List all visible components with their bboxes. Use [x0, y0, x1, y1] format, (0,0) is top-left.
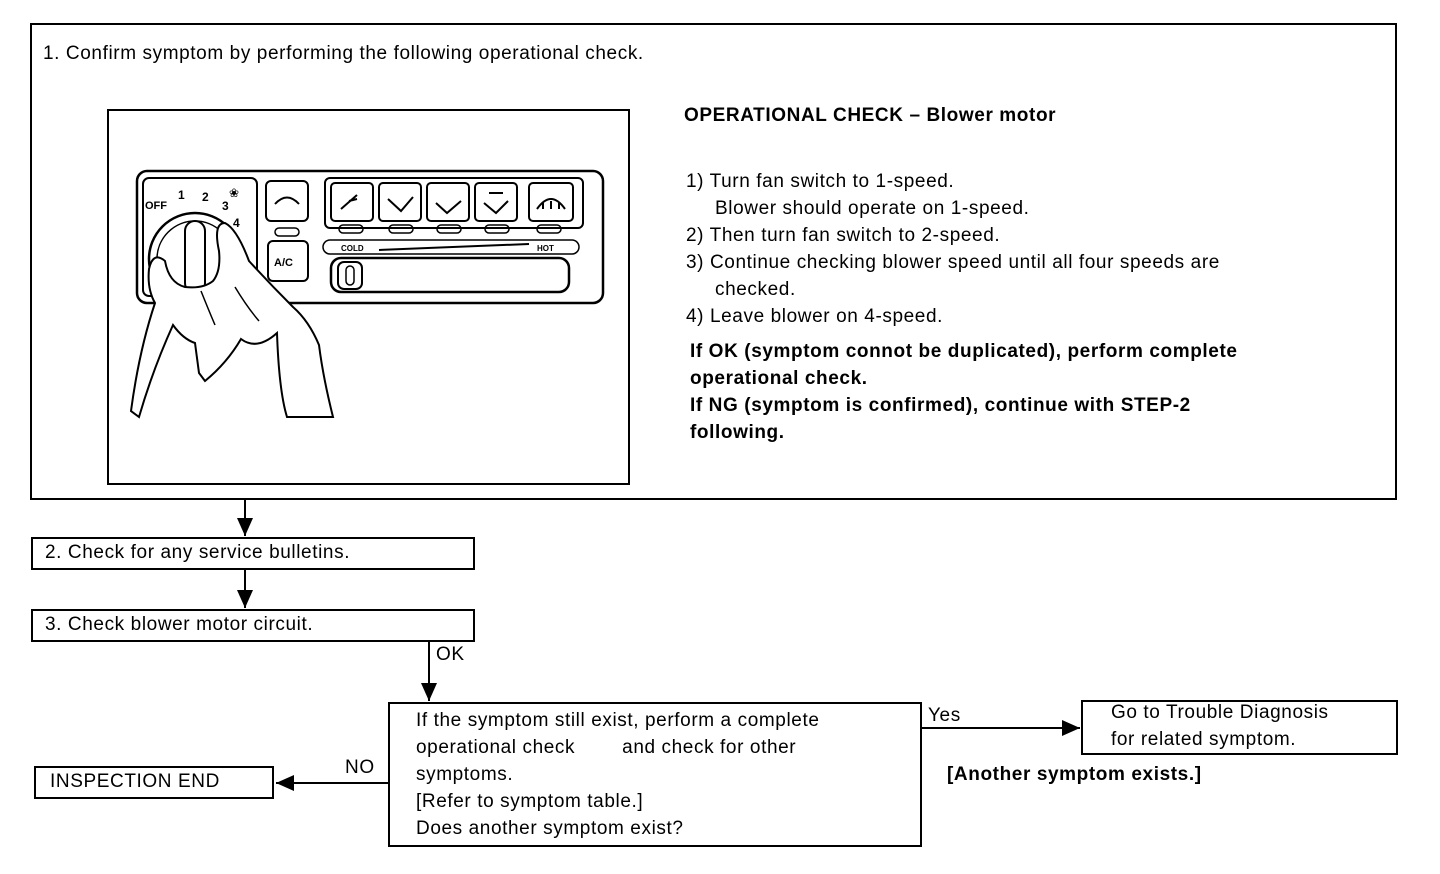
heater-control-drawing: OFF 1 2 3 4 ❀ A/C COLD HOT	[129, 169, 605, 419]
op-item-3b: checked.	[715, 279, 796, 300]
knob-label-2: 2	[202, 190, 209, 204]
decision-box	[388, 702, 922, 847]
recirc-button	[265, 180, 309, 222]
op-item-4: 4) Leave blower on 4-speed.	[686, 306, 944, 327]
result-ng-line2: following.	[690, 422, 785, 443]
mode-button-foot	[426, 182, 470, 222]
control-panel-frame	[135, 169, 605, 305]
trouble-line-1: Go to Trouble Diagnosis	[1111, 702, 1329, 723]
result-ok-line1: If OK (symptom connot be duplicated), pe…	[690, 341, 1238, 362]
decision-line-4: [Refer to symptom table.]	[416, 791, 644, 812]
op-item-1: 1) Turn fan switch to 1-speed.	[686, 171, 955, 192]
step3-box	[31, 609, 475, 642]
inspection-end-label: INSPECTION END	[50, 771, 220, 792]
mode-button-foot-defrost	[474, 182, 518, 222]
inspection-end-box	[34, 766, 274, 799]
step3-label: 3. Check blower motor circuit.	[45, 614, 314, 635]
knob-label-4: 4	[233, 216, 240, 230]
mode-button-defrost	[528, 182, 574, 222]
knob-label-1: 1	[178, 188, 185, 202]
step1-label: 1. Confirm symptom by performing the fol…	[43, 43, 644, 64]
mode-button-vent	[330, 182, 374, 222]
result-ok-line2: operational check.	[690, 368, 868, 389]
ac-button	[267, 240, 309, 282]
temp-hot-label: HOT	[537, 244, 554, 253]
no-label: NO	[345, 757, 375, 778]
decision-line-5: Does another symptom exist?	[416, 818, 684, 839]
hand-illustration	[129, 221, 335, 419]
knob-label-3: 3	[222, 199, 229, 213]
operational-check-title: OPERATIONAL CHECK – Blower motor	[684, 105, 1057, 126]
mode-button-group	[324, 177, 584, 229]
ok-label: OK	[436, 644, 465, 665]
temperature-slider-knob	[337, 261, 363, 290]
yes-label: Yes	[928, 705, 961, 726]
knob-label-off: OFF	[145, 200, 167, 212]
mode-button-bilevel	[378, 182, 422, 222]
trouble-diagnosis-box	[1081, 700, 1398, 755]
step2-label: 2. Check for any service bulletins.	[45, 542, 351, 563]
temperature-slider-track	[329, 256, 571, 294]
result-ng-line1: If NG (symptom is confirmed), continue w…	[690, 395, 1191, 416]
ac-label: A/C	[274, 257, 293, 269]
trouble-line-2: for related symptom.	[1111, 729, 1297, 750]
knob-grip	[184, 220, 206, 294]
op-item-1b: Blower should operate on 1-speed.	[715, 198, 1030, 219]
decision-line-3: symptoms.	[416, 764, 514, 785]
control-panel-illustration: OFF 1 2 3 4 ❀ A/C COLD HOT	[107, 109, 630, 485]
another-symptom-note: [Another symptom exists.]	[947, 764, 1202, 785]
temperature-scale	[322, 239, 580, 255]
temp-cold-label: COLD	[341, 244, 364, 253]
op-item-2: 2) Then turn fan switch to 2-speed.	[686, 225, 1001, 246]
decision-line-2: operational check and check for other	[416, 737, 797, 758]
op-item-3: 3) Continue checking blower speed until …	[686, 252, 1220, 273]
fan-symbol-icon: ❀	[229, 186, 239, 200]
step2-box	[31, 537, 475, 570]
decision-line-1: If the symptom still exist, perform a co…	[416, 710, 820, 731]
